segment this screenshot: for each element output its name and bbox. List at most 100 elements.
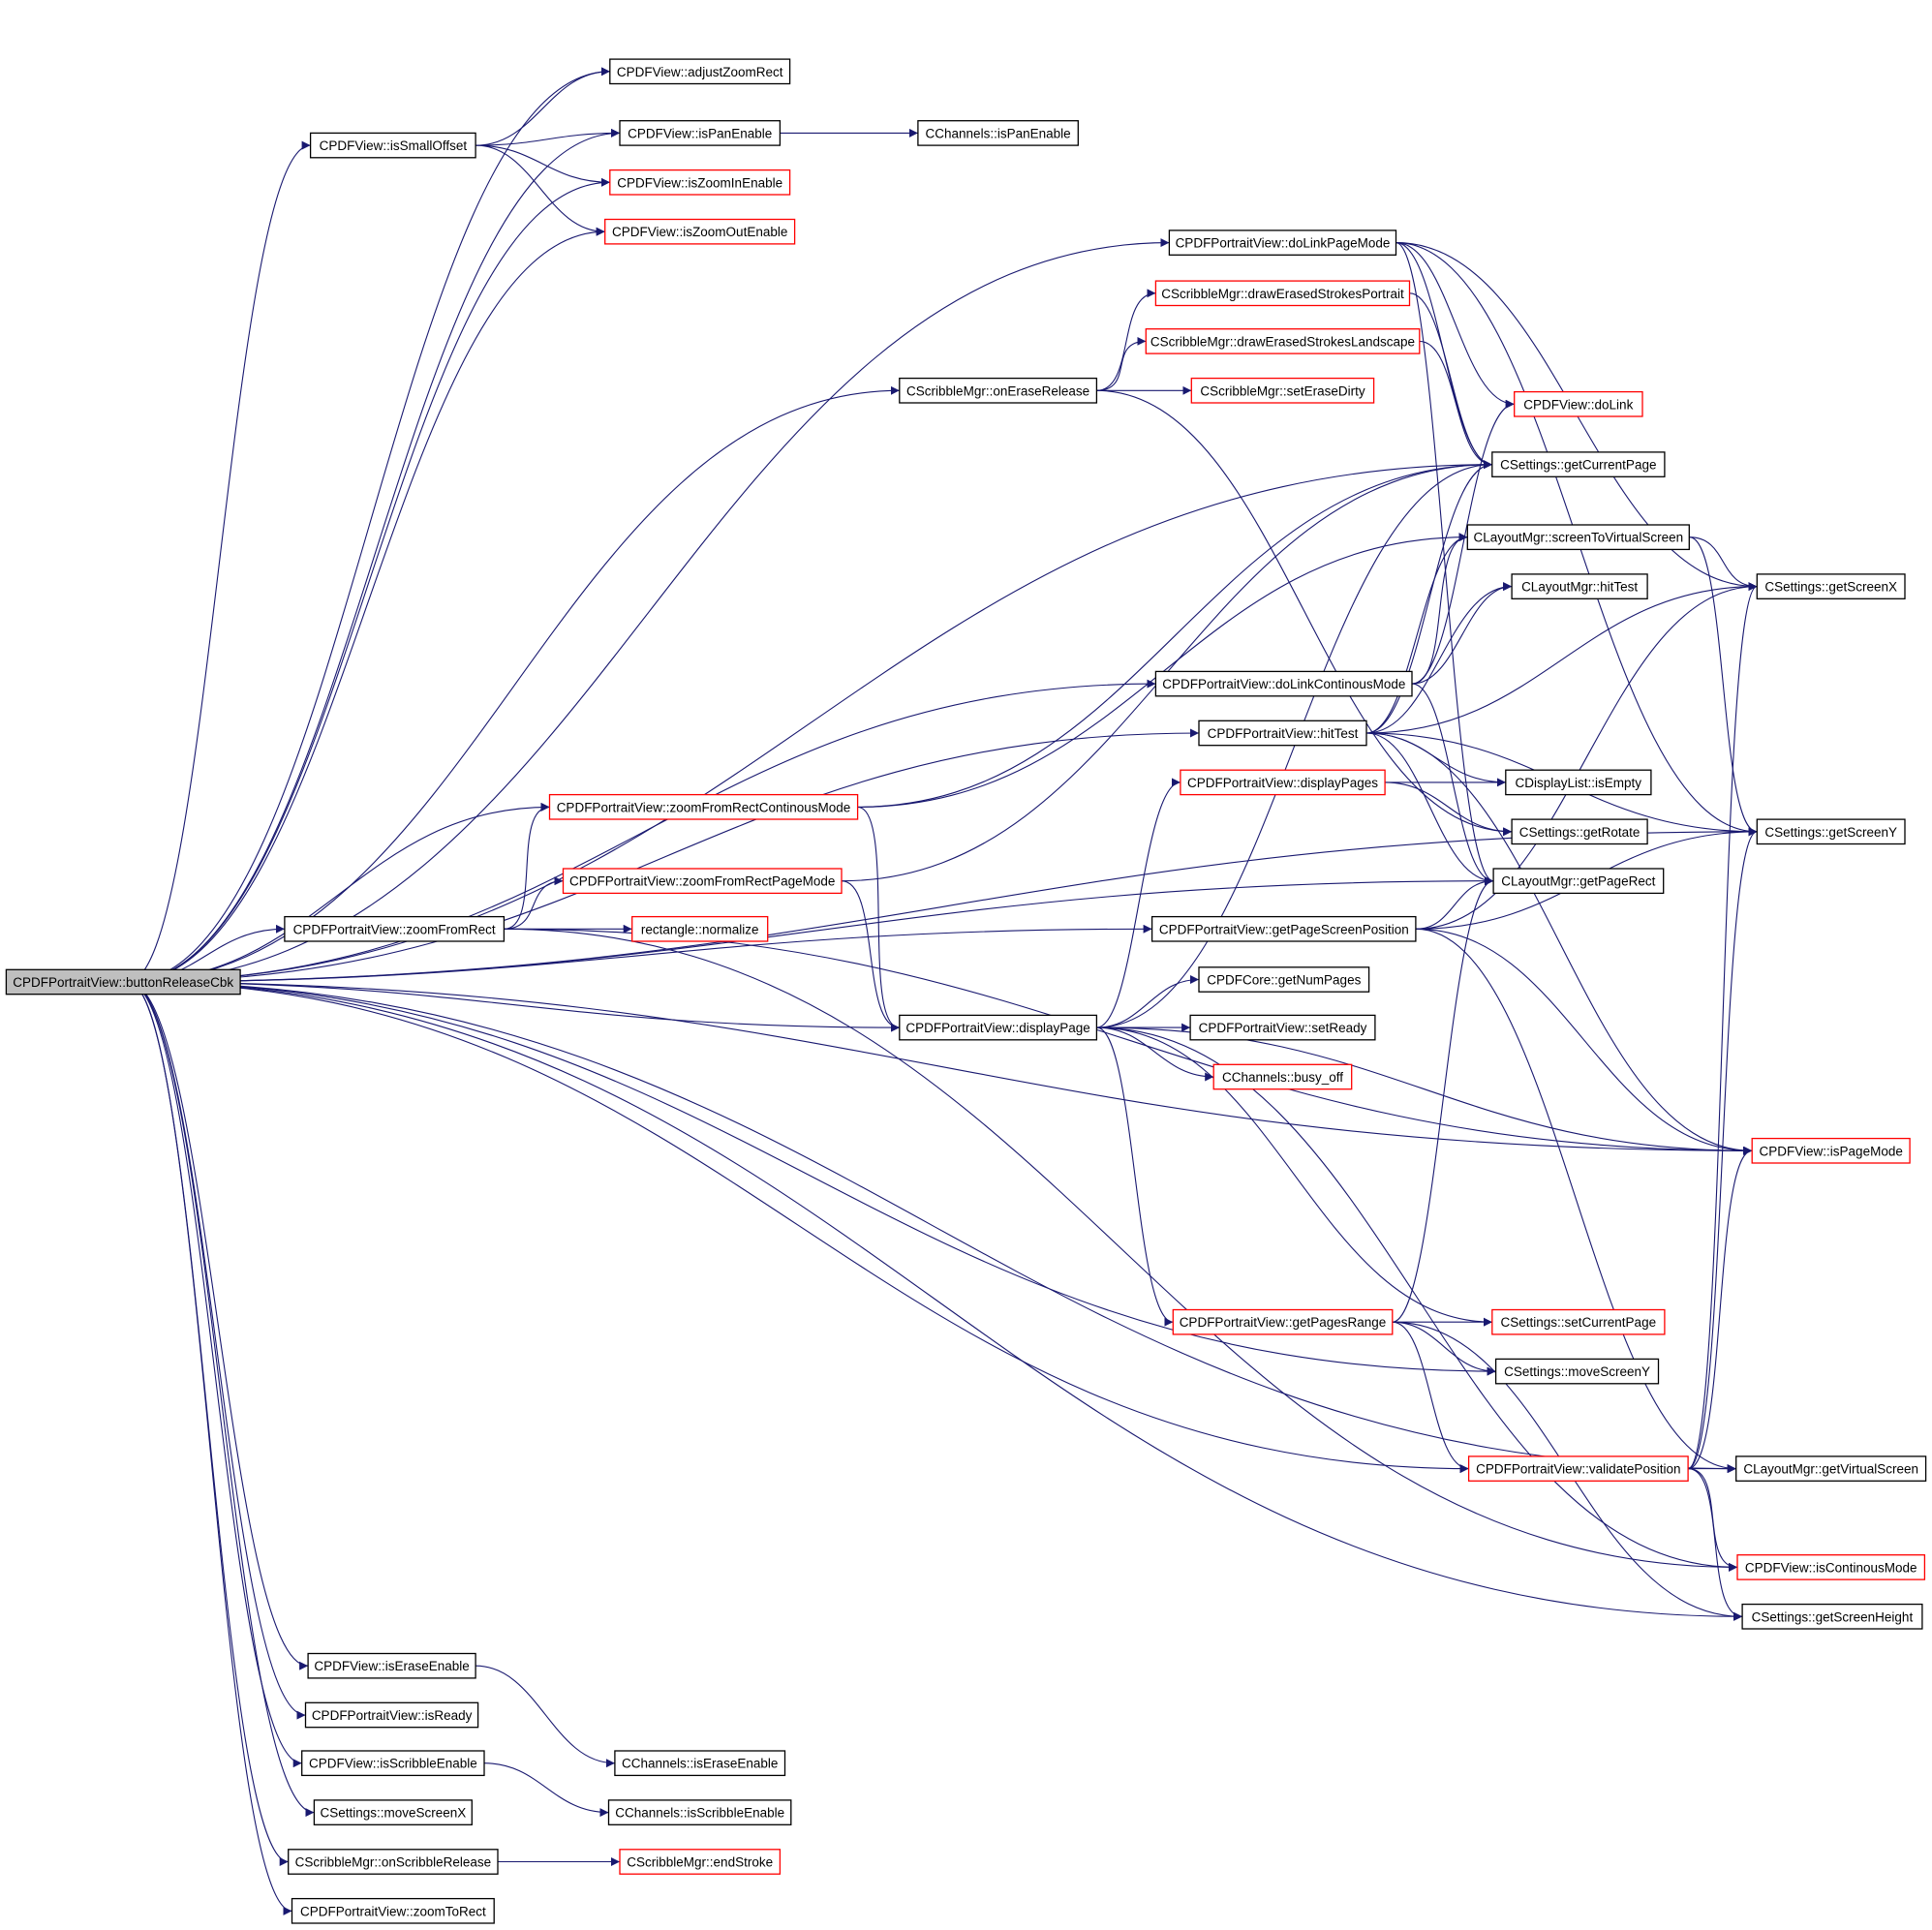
node-isReady[interactable]: CPDFPortraitView::isReady — [304, 1701, 479, 1729]
node-onScribbleRelease[interactable]: CScribbleMgr::onScribbleRelease — [288, 1849, 499, 1875]
node-doLinkContinous[interactable]: CPDFPortraitView::doLinkContinousMode — [1154, 670, 1413, 697]
node-dlIsEmpty[interactable]: CDisplayList::isEmpty — [1505, 769, 1652, 796]
edge-zoomContinous-to-displayPage — [857, 806, 900, 1032]
edge-root-to-isReady — [128, 981, 306, 1720]
node-adjustZoomRect[interactable]: CPDFView::adjustZoomRect — [609, 58, 791, 85]
node-getVirtualScreen[interactable]: CLayoutMgr::getVirtualScreen — [1735, 1455, 1927, 1482]
node-label: CPDFView::isContinousMode — [1745, 1560, 1917, 1575]
node-pvHitTest[interactable]: CPDFPortraitView::hitTest — [1198, 720, 1367, 747]
node-isSmallOffset[interactable]: CPDFView::isSmallOffset — [309, 132, 476, 159]
edge-isSmallOffset-to-isZoomOutEnable — [475, 144, 605, 236]
node-endStroke[interactable]: CScribbleMgr::endStroke — [619, 1849, 782, 1875]
node-setEraseDirty[interactable]: CScribbleMgr::setEraseDirty — [1190, 377, 1375, 404]
edge-root-to-zoomToRect — [128, 981, 292, 1915]
node-box — [1736, 1554, 1926, 1580]
node-box — [1751, 1137, 1911, 1164]
node-zoomPageMode[interactable]: CPDFPortraitView::zoomFromRectPageMode — [562, 868, 843, 895]
node-getPageScreenPos[interactable]: CPDFPortraitView::getPageScreenPosition — [1150, 915, 1417, 942]
node-displayPages[interactable]: CPDFPortraitView::displayPages — [1180, 769, 1386, 796]
node-isPanEnable[interactable]: CPDFView::isPanEnable — [619, 120, 782, 146]
node-box — [1150, 915, 1417, 942]
node-box — [1467, 1455, 1689, 1482]
node-box — [1756, 818, 1906, 845]
edge-getPageScreenPos-to-isPageMode — [1415, 928, 1753, 1155]
node-label: CPDFPortraitView::buttonReleaseCbk — [13, 975, 233, 990]
edge-pvHitTest-to-isPageMode — [1365, 732, 1753, 1155]
node-isZoomOutEnable[interactable]: CPDFView::isZoomOutEnable — [604, 218, 796, 245]
node-label: CPDFPortraitView::zoomFromRect — [293, 922, 496, 936]
edge-zoomPageMode-to-displayPage — [841, 880, 900, 1032]
node-getCurrentPage[interactable]: CSettings::getCurrentPage — [1491, 451, 1666, 477]
node-chIsScribbleEnable[interactable]: CChannels::isScribbleEnable — [607, 1799, 792, 1825]
edge-pvHitTest-to-getPageRect — [1365, 732, 1494, 886]
node-zoomContinous[interactable]: CPDFPortraitView::zoomFromRectContinousM… — [548, 793, 859, 820]
node-validatePosition[interactable]: CPDFPortraitView::validatePosition — [1467, 1455, 1689, 1482]
node-doLink[interactable]: CPDFView::doLink — [1514, 390, 1643, 417]
node-label: CPDFView::isPageMode — [1760, 1144, 1903, 1158]
node-normalize[interactable]: rectangle::normalize — [631, 915, 769, 942]
node-doLinkPageMode[interactable]: CPDFPortraitView::doLinkPageMode — [1168, 230, 1397, 256]
node-label: CLayoutMgr::screenToVirtualScreen — [1473, 531, 1683, 545]
node-isContinousMode[interactable]: CPDFView::isContinousMode — [1736, 1554, 1926, 1580]
node-chIsPanEnable[interactable]: CChannels::isPanEnable — [917, 120, 1079, 146]
edge-zoomFromRect-to-zoomContinous — [504, 802, 550, 930]
edge-root-to-validatePosition — [128, 981, 1469, 1474]
node-displayPage[interactable]: CPDFPortraitView::displayPage — [899, 1014, 1098, 1041]
node-setReady[interactable]: CPDFPortraitView::setReady — [1189, 1014, 1376, 1041]
node-label: CPDFPortraitView::validatePosition — [1476, 1462, 1680, 1477]
node-lmHitTest[interactable]: CLayoutMgr::hitTest — [1511, 573, 1648, 599]
node-zoomFromRect[interactable]: CPDFPortraitView::zoomFromRect — [284, 915, 506, 942]
node-drawErasedLandscape[interactable]: CScribbleMgr::drawErasedStrokesLandscape — [1145, 328, 1421, 354]
node-isEraseEnable[interactable]: CPDFView::isEraseEnable — [307, 1652, 476, 1679]
node-box — [604, 218, 796, 245]
node-label: CSettings::getRotate — [1519, 825, 1641, 840]
node-label: CChannels::isPanEnable — [926, 126, 1071, 140]
edges-layer — [128, 67, 1758, 1915]
node-box — [309, 132, 476, 159]
node-isScribbleEnable[interactable]: CPDFView::isScribbleEnable — [301, 1750, 485, 1777]
node-box — [1491, 451, 1666, 477]
node-root[interactable]: CPDFPortraitView::buttonReleaseCbk — [5, 968, 241, 996]
node-getNumPages[interactable]: CPDFCore::getNumPages — [1198, 966, 1370, 993]
node-moveScreenY[interactable]: CSettings::moveScreenY — [1494, 1358, 1660, 1385]
node-label: CSettings::getScreenY — [1764, 825, 1897, 840]
node-setCurrentPage[interactable]: CSettings::setCurrentPage — [1491, 1308, 1666, 1335]
edge-drawErasedLandscape-to-getCurrentPage — [1419, 340, 1492, 470]
edge-root-to-getScreenY — [128, 827, 1758, 983]
node-label: CScribbleMgr::drawErasedStrokesPortrait — [1161, 287, 1404, 301]
node-label: CChannels::isEraseEnable — [622, 1757, 778, 1771]
edge-root-to-getCurrentPage — [128, 460, 1492, 983]
node-isZoomInEnable[interactable]: CPDFView::isZoomInEnable — [609, 168, 791, 196]
node-box — [899, 377, 1098, 404]
edge-screenToVirtual-to-getScreenX — [1689, 536, 1758, 592]
edge-root-to-onScribbleRelease — [128, 981, 289, 1866]
node-label: rectangle::normalize — [641, 922, 759, 936]
node-zoomToRect[interactable]: CPDFPortraitView::zoomToRect — [291, 1897, 495, 1924]
node-getPageRect[interactable]: CLayoutMgr::getPageRect — [1492, 868, 1665, 895]
edge-isSmallOffset-to-isZoomInEnable — [475, 144, 610, 187]
node-screenToVirtual[interactable]: CLayoutMgr::screenToVirtualScreen — [1466, 524, 1690, 551]
edge-zoomFromRect-to-isContinousMode — [504, 928, 1738, 1572]
node-box — [562, 868, 843, 895]
node-chIsEraseEnable[interactable]: CChannels::isEraseEnable — [614, 1750, 786, 1777]
node-getRotate[interactable]: CSettings::getRotate — [1511, 818, 1648, 845]
node-getScreenX[interactable]: CSettings::getScreenX — [1756, 573, 1906, 599]
node-getScreenHeight[interactable]: CSettings::getScreenHeight — [1741, 1603, 1923, 1630]
node-box — [1198, 720, 1367, 747]
node-onEraseRelease[interactable]: CScribbleMgr::onEraseRelease — [899, 377, 1098, 404]
edge-validatePosition-to-isPageMode — [1688, 1146, 1753, 1470]
node-box — [609, 168, 791, 196]
edge-root-to-getVirtualScreen — [128, 981, 1736, 1474]
node-drawErasedPortrait[interactable]: CScribbleMgr::drawErasedStrokesPortrait — [1154, 280, 1411, 307]
node-getScreenY[interactable]: CSettings::getScreenY — [1756, 818, 1906, 845]
node-isPageMode[interactable]: CPDFView::isPageMode — [1751, 1137, 1911, 1164]
edge-onEraseRelease-to-getRotate — [1096, 389, 1513, 837]
node-getPagesRange[interactable]: CPDFPortraitView::getPagesRange — [1172, 1308, 1394, 1335]
edge-root-to-doLinkContinous — [128, 679, 1156, 983]
edge-root-to-onEraseRelease — [128, 385, 900, 983]
node-busyOff[interactable]: CChannels::busy_off — [1212, 1063, 1353, 1090]
edge-displayPages-to-getRotate — [1385, 781, 1513, 837]
node-box — [631, 915, 769, 942]
node-moveScreenX[interactable]: CSettings::moveScreenX — [313, 1799, 473, 1825]
node-label: CPDFView::isPanEnable — [628, 126, 772, 140]
